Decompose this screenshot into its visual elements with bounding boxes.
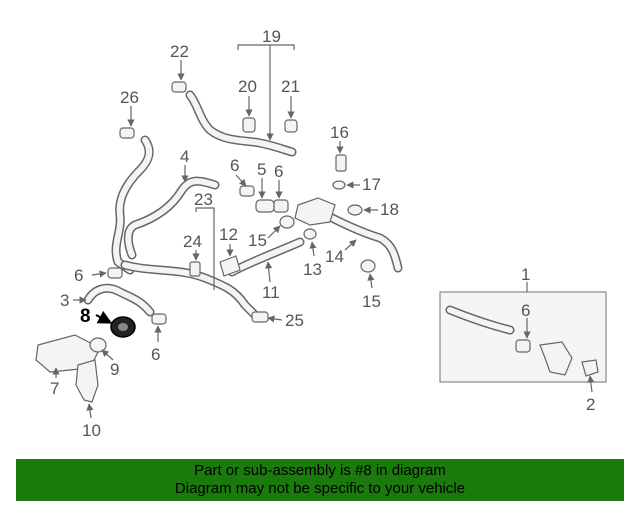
callout-3: 3 (60, 291, 69, 310)
callout-10: 10 (82, 421, 101, 440)
callout-8: 8 (80, 306, 91, 327)
hose-19[interactable] (185, 90, 297, 157)
washer-17[interactable] (332, 180, 346, 190)
callout-13: 13 (303, 260, 322, 279)
clamp-25[interactable] (251, 311, 269, 323)
callout-15-b: 15 (362, 292, 381, 311)
callout-9: 9 (110, 360, 119, 379)
callout-6-e: 6 (521, 301, 530, 320)
clamp-6-d[interactable] (273, 199, 289, 213)
callout-2: 2 (586, 395, 595, 414)
hose-23[interactable] (120, 260, 260, 320)
callout-20: 20 (238, 77, 257, 96)
clamp-6-a[interactable] (107, 267, 123, 279)
clamp-21[interactable] (284, 119, 298, 133)
banner-line-2: Diagram may not be specific to your vehi… (174, 480, 466, 497)
callout-1: 1 (521, 265, 530, 284)
part-8-thermostat[interactable] (110, 316, 136, 338)
clamp-26[interactable] (119, 127, 135, 139)
callout-24: 24 (183, 232, 202, 251)
hose-26[interactable] (111, 135, 154, 275)
cover-10[interactable] (75, 359, 99, 403)
hose-3[interactable] (83, 283, 155, 317)
pipe-14[interactable] (315, 207, 403, 273)
parts-diagram: 22 19 20 21 26 16 4 6 5 6 17 23 18 12 24… (35, 27, 607, 440)
subassembly-box-1 (439, 291, 607, 383)
callout-19: 19 (262, 27, 281, 46)
clamp-20[interactable] (242, 117, 256, 133)
clamp-6-b[interactable] (151, 313, 167, 325)
pipe-1[interactable] (445, 305, 515, 335)
callout-26: 26 (120, 88, 139, 107)
clamp-6-c[interactable] (239, 185, 255, 197)
clamp-6-e[interactable] (515, 339, 531, 353)
callout-6-c: 6 (230, 156, 239, 175)
gasket-9[interactable] (89, 337, 107, 353)
callout-17: 17 (362, 175, 381, 194)
callout-7: 7 (50, 379, 59, 398)
gasket-15-a[interactable] (279, 215, 295, 229)
part-5[interactable] (255, 199, 275, 213)
clamp-22[interactable] (171, 81, 187, 93)
callout-4: 4 (180, 147, 189, 166)
leader-lines (52, 44, 595, 419)
callout-21: 21 (281, 77, 300, 96)
sensor-16[interactable] (335, 154, 347, 172)
banner-line-1: Part or sub-assembly is #8 in diagram (194, 462, 446, 479)
callout-6-a: 6 (74, 266, 83, 285)
water-outlet[interactable] (294, 197, 336, 226)
part-24[interactable] (189, 261, 201, 277)
hose-4[interactable] (123, 176, 220, 260)
callout-6-b: 6 (151, 345, 160, 364)
callout-15-a: 15 (248, 231, 267, 250)
clip-2[interactable] (581, 359, 599, 377)
callout-6-d: 6 (274, 162, 283, 181)
elbow-1[interactable] (539, 341, 573, 376)
callout-12: 12 (219, 225, 238, 244)
washer-18[interactable] (347, 204, 363, 216)
callout-11: 11 (262, 283, 280, 302)
gasket-15-b[interactable] (360, 259, 376, 273)
bracket-12[interactable] (219, 255, 241, 277)
callout-14: 14 (325, 247, 344, 266)
info-banner: Part or sub-assembly is #8 in diagram Di… (16, 459, 624, 501)
callout-16: 16 (330, 123, 349, 142)
callout-23: 23 (194, 190, 213, 209)
gasket-13[interactable] (303, 228, 317, 240)
callout-25: 25 (285, 311, 304, 330)
callout-5: 5 (257, 160, 266, 179)
callout-labels: 22 19 20 21 26 16 4 6 5 6 17 23 18 12 24… (50, 27, 595, 440)
callout-22: 22 (170, 42, 189, 61)
callout-18: 18 (380, 200, 399, 219)
